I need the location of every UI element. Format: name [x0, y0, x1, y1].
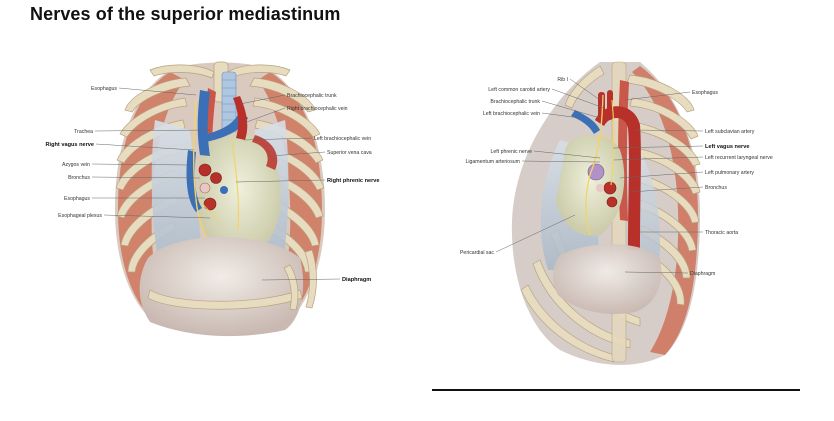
- label-left-brachiocephalic-vein: Left brachiocephalic vein: [314, 136, 371, 142]
- label-right-brachiocephalic-vein: Right brachiocephalic vein: [287, 106, 348, 112]
- label-thoracic-aorta: Thoracic aorta: [705, 230, 738, 236]
- label-left-brachiocephalic-vein-r: Left brachiocephalic vein: [483, 111, 540, 117]
- label-bronchus: Bronchus: [68, 175, 90, 181]
- label-left-phrenic-nerve: Left phrenic nerve: [490, 149, 532, 155]
- label-left-pulmonary-artery: Left pulmonary artery: [705, 170, 754, 176]
- right-figure-labels-right: Esophagus Left subclavian artery Left va…: [690, 90, 773, 277]
- label-trachea: Trachea: [74, 129, 93, 135]
- label-left-recurrent-laryngeal-nerve: Left recurrent laryngeal nerve: [705, 155, 773, 161]
- label-left-common-carotid-artery: Left common carotid artery: [488, 87, 550, 93]
- page-title: Nerves of the superior mediastinum: [30, 4, 341, 24]
- label-pericardial-sac: Pericardial sac: [460, 250, 494, 256]
- label-rib-1: Rib I: [557, 77, 568, 83]
- label-brachiocephalic-trunk: Brachiocephalic trunk: [287, 93, 337, 99]
- label-bronchus-r: Bronchus: [705, 185, 727, 191]
- label-left-subclavian-artery: Left subclavian artery: [705, 129, 755, 135]
- label-diaphragm: Diaphragm: [342, 277, 371, 283]
- horizontal-rule: [432, 389, 800, 391]
- label-azygos-vein: Azygos vein: [62, 162, 90, 168]
- label-esophagus: Esophagus: [91, 86, 117, 92]
- label-esophagus-r: Esophagus: [692, 90, 718, 96]
- label-right-phrenic-nerve: Right phrenic nerve: [327, 178, 380, 184]
- label-diaphragm-r: Diaphragm: [690, 271, 715, 277]
- label-superior-vena-cava: Superior vena cava: [327, 150, 372, 156]
- right-figure-labels-left: Rib I Left common carotid artery Brachio…: [460, 77, 568, 256]
- label-esophageal-plexus: Esophageal plexus: [58, 213, 102, 219]
- label-ligamentum-arteriosum: Ligamentum arteriosum: [466, 159, 521, 165]
- left-figure-labels-right: Brachiocephalic trunk Right brachiocepha…: [287, 93, 380, 283]
- left-thorax-illustration: [91, 61, 341, 337]
- label-right-vagus-nerve: Right vagus nerve: [46, 142, 95, 148]
- right-thorax-illustration: [495, 61, 704, 365]
- label-left-vagus-nerve: Left vagus nerve: [705, 144, 749, 150]
- left-figure-labels-left: Esophagus Trachea Right vagus nerve Azyg…: [46, 86, 118, 219]
- left-figure-leaders: [91, 87, 341, 281]
- label-esophagus-lower: Esophagus: [64, 196, 90, 202]
- right-figure-leaders: [495, 78, 704, 274]
- label-brachiocephalic-trunk-r: Brachiocephalic trunk: [490, 99, 540, 105]
